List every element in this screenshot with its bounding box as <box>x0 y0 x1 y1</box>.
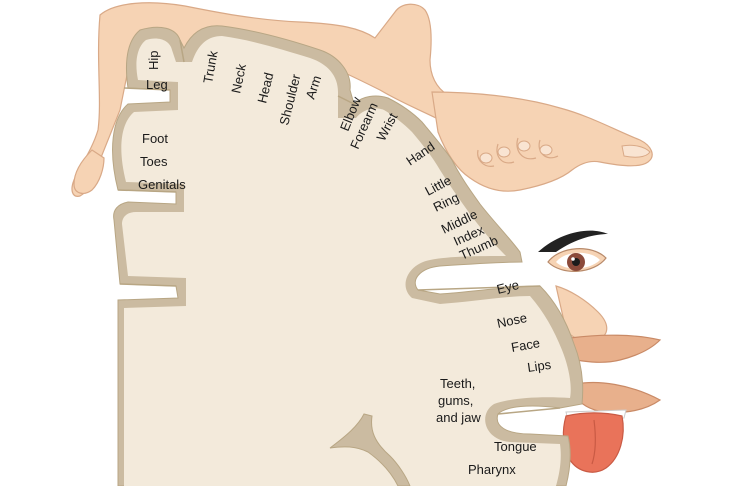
label-foot: Foot <box>142 131 168 146</box>
thumb-nail <box>621 144 651 158</box>
label-teeth-line1: Teeth, <box>440 376 475 391</box>
finger-curl-3 <box>516 137 537 160</box>
eyebrow-shape <box>538 230 608 252</box>
lower-lip-shape <box>575 381 662 414</box>
sulcus-jaw <box>497 407 561 415</box>
fingernail-4 <box>539 144 553 156</box>
label-teeth-line3: and jaw <box>436 410 481 425</box>
label-arm: Arm <box>303 74 325 101</box>
finger-curl-2 <box>496 143 515 164</box>
sulcus-trunk <box>179 39 185 63</box>
label-hip: Hip <box>146 50 161 70</box>
label-genitals: Genitals <box>138 177 186 192</box>
cortex-inner-tissue <box>121 36 571 486</box>
fingernail-3 <box>517 140 531 152</box>
lateral-sulcus <box>329 413 411 486</box>
tongue-groove <box>591 419 596 465</box>
foot-shape <box>73 149 105 194</box>
label-toes: Toes <box>140 154 168 169</box>
label-eye: Eye <box>495 277 520 297</box>
label-neck: Neck <box>228 62 249 95</box>
eye-highlight <box>571 257 575 261</box>
label-face: Face <box>510 335 541 355</box>
sulcus-face <box>417 285 541 291</box>
sulcus-genitals <box>119 283 177 287</box>
cortex-section <box>112 25 584 486</box>
label-pharynx: Pharynx <box>468 462 516 477</box>
fingernail-2 <box>497 146 511 158</box>
label-tongue: Tongue <box>494 439 537 454</box>
fingernail-1 <box>479 152 493 164</box>
tongue-shape <box>562 412 624 473</box>
label-leg: Leg <box>146 77 168 92</box>
hand-shape <box>431 91 653 192</box>
sulcus-foot <box>117 189 177 193</box>
sulcus-hip <box>123 87 171 91</box>
label-head: Head <box>254 71 276 105</box>
label-lips: Lips <box>526 357 552 375</box>
homunculus-hand <box>431 91 653 192</box>
homunculus-face <box>538 230 662 473</box>
sulcus-elbow <box>337 95 355 105</box>
label-teeth-line2: gums, <box>438 393 473 408</box>
finger-curl-1 <box>477 149 495 167</box>
label-nose: Nose <box>496 310 529 331</box>
label-trunk: Trunk <box>200 49 221 84</box>
upper-lip-shape <box>569 334 662 363</box>
